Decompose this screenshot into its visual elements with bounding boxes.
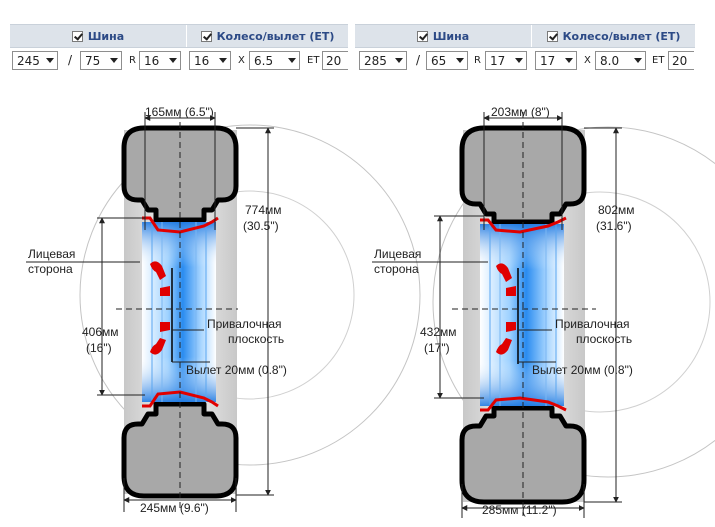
left-wheel-diagram	[116, 112, 239, 510]
right-et-label: ET	[652, 55, 665, 66]
chevron-down-icon	[456, 58, 464, 63]
left-wheel-header-label: Колесо/вылет (ET)	[216, 29, 335, 43]
left-tire-diameter-value: 16	[144, 53, 160, 68]
left-rim-dia-mm-label: 406мм	[82, 325, 119, 339]
right-et-input[interactable]: 20	[668, 51, 694, 70]
right-wheel-diagram	[452, 112, 596, 516]
left-slash: /	[68, 53, 73, 67]
right-et-value: 20	[672, 53, 688, 68]
left-outer-mm-label: 774мм	[245, 203, 282, 217]
right-rim-diameter-value: 17	[540, 53, 556, 68]
right-rim-diameter-select[interactable]: 17	[535, 51, 577, 70]
right-rim-width-value: 8.0	[600, 53, 620, 68]
left-wheel-header[interactable]: Колесо/вылет (ET)	[187, 25, 348, 47]
right-tire-header[interactable]: Шина	[355, 25, 531, 47]
right-wheel-header-label: Колесо/вылет (ET)	[562, 29, 681, 43]
right-rim-width-label: 203мм (8")	[491, 105, 550, 119]
right-slash: /	[416, 53, 421, 67]
right-offset-label: Вылет 20мм (0.8")	[532, 363, 633, 377]
right-rim-width-select[interactable]: 8.0	[595, 51, 646, 70]
right-dimension-lines	[372, 112, 622, 518]
left-tire-width-select[interactable]: 245	[12, 51, 58, 70]
left-et-value: 20	[326, 53, 342, 68]
chevron-down-icon	[395, 58, 403, 63]
checkbox-checked-icon[interactable]	[416, 30, 428, 42]
chevron-down-icon	[219, 58, 227, 63]
right-outer-mm-label: 802мм	[598, 203, 635, 217]
right-tire-header-label: Шина	[432, 29, 470, 43]
checkbox-checked-icon[interactable]	[71, 30, 83, 42]
left-et-label: ET	[307, 55, 320, 66]
right-tire-width-label: 285мм (11.2")	[482, 503, 557, 517]
left-face-label-2: сторона	[28, 262, 73, 276]
left-rim-width-label: 165мм (6.5")	[145, 105, 214, 119]
right-rim-dia-mm-label: 432мм	[420, 325, 457, 339]
chevron-down-icon	[169, 58, 177, 63]
left-rim-dia-in-label: (16")	[86, 341, 112, 355]
right-tire-width-value: 285	[364, 53, 387, 68]
left-tire-width-label: 245мм (9.6")	[140, 501, 209, 515]
chevron-down-icon	[288, 58, 296, 63]
left-dimension-lines	[26, 112, 274, 512]
chevron-down-icon	[110, 58, 118, 63]
right-x-label: X	[584, 55, 591, 66]
left-rim-width-select[interactable]: 6.5	[249, 51, 300, 70]
right-rim-dia-in-label: (17")	[424, 341, 450, 355]
right-tire-profile-value: 65	[431, 53, 447, 68]
right-tire-diameter-value: 17	[490, 53, 506, 68]
left-rim-diameter-value: 16	[194, 53, 210, 68]
right-wheel-header[interactable]: Колесо/вылет (ET)	[532, 25, 695, 47]
chevron-down-icon	[46, 58, 54, 63]
left-face-label-1: Лицевая	[28, 247, 75, 261]
right-outer-in-label: (31.6")	[596, 219, 632, 233]
right-face-label-2: сторона	[374, 262, 419, 276]
chevron-down-icon	[634, 58, 642, 63]
chevron-down-icon	[565, 58, 573, 63]
left-rim-width-value: 6.5	[254, 53, 274, 68]
right-face-label-1: Лицевая	[374, 247, 421, 261]
left-tire-width-value: 245	[17, 53, 40, 68]
right-tire-profile-select[interactable]: 65	[426, 51, 468, 70]
right-tire-diameter-select[interactable]: 17	[485, 51, 527, 70]
left-x-label: X	[238, 55, 245, 66]
left-tire-header-label: Шина	[87, 29, 125, 43]
checkbox-checked-icon[interactable]	[546, 30, 558, 42]
left-tire-profile-select[interactable]: 75	[80, 51, 122, 70]
checkbox-checked-icon[interactable]	[200, 30, 212, 42]
left-header-bar: Шина Колесо/вылет (ET)	[10, 24, 348, 48]
right-tire-width-select[interactable]: 285	[359, 51, 407, 70]
right-header-bar: Шина Колесо/вылет (ET)	[355, 24, 695, 48]
left-tire-header[interactable]: Шина	[10, 25, 186, 47]
left-tire-profile-value: 75	[85, 53, 101, 68]
left-et-input[interactable]: 20	[322, 51, 348, 70]
right-mount-label-1: Привалочная	[555, 317, 630, 331]
left-offset-label: Вылет 20мм (0.8")	[186, 363, 287, 377]
chevron-down-icon	[515, 58, 523, 63]
right-mount-label-2: плоскость	[576, 332, 632, 346]
left-tire-diameter-select[interactable]: 16	[139, 51, 181, 70]
left-mount-label-2: плоскость	[228, 332, 284, 346]
left-outer-in-label: (30.5")	[243, 219, 279, 233]
left-rim-diameter-select[interactable]: 16	[189, 51, 231, 70]
left-mount-label-1: Привалочная	[207, 317, 282, 331]
right-r-label: R	[474, 55, 481, 66]
left-r-label: R	[129, 55, 136, 66]
